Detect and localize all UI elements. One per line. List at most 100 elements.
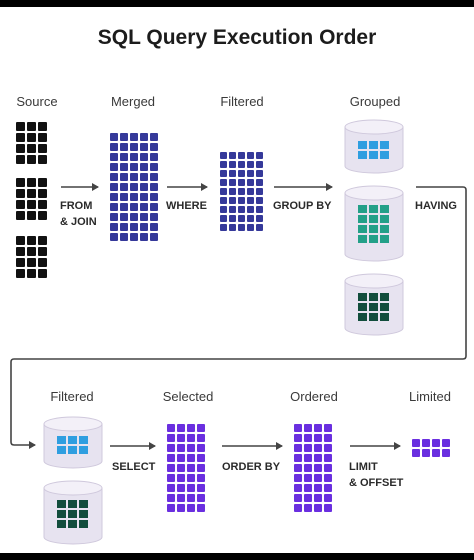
table-cell bbox=[304, 424, 312, 432]
table-cell bbox=[432, 449, 440, 457]
table-cell bbox=[294, 444, 302, 452]
op-from-label: FROM bbox=[60, 200, 93, 212]
table-cell bbox=[220, 179, 227, 186]
table-cell bbox=[304, 504, 312, 512]
table-cell bbox=[130, 173, 138, 181]
table-cell bbox=[140, 143, 148, 151]
table-cell bbox=[150, 153, 158, 161]
table-cell bbox=[177, 454, 185, 462]
table-cell bbox=[130, 153, 138, 161]
table-cell bbox=[324, 434, 332, 442]
table-cell bbox=[197, 494, 205, 502]
table-cell bbox=[238, 170, 245, 177]
stage-label-grouped: Grouped bbox=[349, 94, 401, 109]
table-cell bbox=[220, 206, 227, 213]
table-cell bbox=[422, 449, 430, 457]
table-cell bbox=[324, 454, 332, 462]
table-cell bbox=[442, 449, 450, 457]
table-cell bbox=[220, 170, 227, 177]
table-cell bbox=[150, 183, 158, 191]
table-cell bbox=[110, 213, 118, 221]
stage-label-filtered: Filtered bbox=[220, 94, 264, 109]
table-cell bbox=[229, 224, 236, 231]
table-cell bbox=[187, 424, 195, 432]
table-cell bbox=[150, 193, 158, 201]
table-cell bbox=[247, 215, 254, 222]
table-cell bbox=[247, 197, 254, 204]
table-cell bbox=[324, 494, 332, 502]
table-cell bbox=[110, 133, 118, 141]
table-cell bbox=[187, 444, 195, 452]
table-cell bbox=[120, 143, 128, 151]
table-cell bbox=[120, 223, 128, 231]
table-cell bbox=[150, 233, 158, 241]
table-cell bbox=[238, 224, 245, 231]
table-cell bbox=[294, 494, 302, 502]
diagram-title: SQL Query Execution Order bbox=[97, 26, 377, 49]
table-cell bbox=[120, 233, 128, 241]
table-cell bbox=[167, 494, 175, 502]
stage-label-merged: Merged bbox=[110, 94, 156, 109]
table-cell bbox=[177, 444, 185, 452]
group-cylinder-teal bbox=[344, 185, 404, 262]
table-cell bbox=[130, 193, 138, 201]
table-cell bbox=[140, 163, 148, 171]
table-cell bbox=[238, 197, 245, 204]
table-cell bbox=[197, 454, 205, 462]
table-cell bbox=[324, 444, 332, 452]
table-cell bbox=[247, 161, 254, 168]
table-cell bbox=[247, 179, 254, 186]
table-cell bbox=[140, 213, 148, 221]
table-cell bbox=[229, 152, 236, 159]
table-cell bbox=[294, 504, 302, 512]
table-cell bbox=[256, 179, 263, 186]
op-join-label: & JOIN bbox=[60, 216, 97, 228]
ordered-table bbox=[294, 424, 332, 512]
op-limit-label: LIMIT bbox=[349, 461, 378, 473]
table-cell bbox=[167, 464, 175, 472]
table-cell bbox=[177, 504, 185, 512]
table-cell bbox=[167, 424, 175, 432]
table-cell bbox=[197, 434, 205, 442]
merged-table bbox=[110, 133, 158, 241]
table-cell bbox=[247, 152, 254, 159]
table-cell bbox=[130, 213, 138, 221]
table-cell bbox=[220, 152, 227, 159]
table-cell bbox=[110, 163, 118, 171]
table-cell bbox=[110, 193, 118, 201]
table-cell bbox=[294, 464, 302, 472]
table-cell bbox=[110, 203, 118, 211]
table-cell bbox=[187, 464, 195, 472]
table-cell bbox=[177, 494, 185, 502]
table-cell bbox=[187, 494, 195, 502]
table-cell bbox=[238, 152, 245, 159]
table-cell bbox=[229, 188, 236, 195]
table-cell bbox=[150, 163, 158, 171]
table-cell bbox=[130, 233, 138, 241]
table-cell bbox=[177, 464, 185, 472]
op-where: WHERE bbox=[166, 200, 207, 212]
table-cell bbox=[238, 161, 245, 168]
source-table-1 bbox=[16, 122, 47, 164]
table-cell bbox=[110, 143, 118, 151]
table-cell bbox=[130, 183, 138, 191]
table-cell bbox=[256, 206, 263, 213]
table-cell bbox=[167, 444, 175, 452]
source-table-2 bbox=[16, 178, 47, 220]
table-cell bbox=[187, 434, 195, 442]
table-cell bbox=[150, 133, 158, 141]
table-cell bbox=[110, 223, 118, 231]
table-cell bbox=[256, 197, 263, 204]
table-cell bbox=[304, 494, 312, 502]
table-cell bbox=[229, 197, 236, 204]
table-cell bbox=[256, 152, 263, 159]
stage-label-ordered: Ordered bbox=[290, 389, 338, 404]
table-cell bbox=[294, 454, 302, 462]
table-cell bbox=[110, 233, 118, 241]
table-cell bbox=[187, 504, 195, 512]
table-cell bbox=[324, 504, 332, 512]
table-cell bbox=[120, 203, 128, 211]
table-cell bbox=[177, 424, 185, 432]
table-cell bbox=[140, 223, 148, 231]
table-cell bbox=[229, 161, 236, 168]
